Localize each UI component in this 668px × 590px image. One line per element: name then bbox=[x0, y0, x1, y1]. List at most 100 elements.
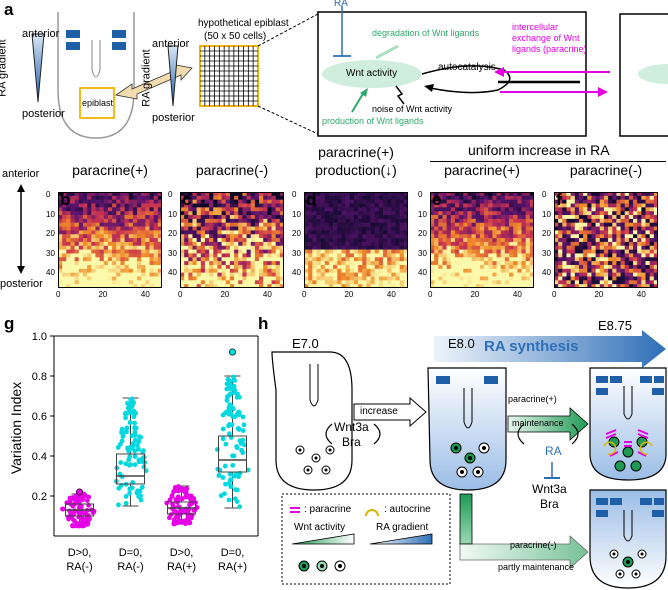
g-data-point bbox=[84, 512, 90, 518]
g-data-point bbox=[116, 502, 121, 508]
g-data-point bbox=[240, 414, 246, 420]
h-increase: increase bbox=[360, 406, 398, 417]
g-data-point bbox=[70, 523, 75, 529]
label-anterior-bf: anterior bbox=[2, 168, 40, 180]
g-data-point bbox=[132, 425, 137, 431]
uniform-header: uniform increase in RA bbox=[468, 142, 610, 158]
g-x-label-2: RA(+) bbox=[218, 561, 247, 573]
g-data-point bbox=[235, 426, 241, 431]
y-tick-label: 20 bbox=[46, 229, 55, 239]
g-data-point bbox=[176, 504, 182, 510]
x-tick-label: 40 bbox=[512, 290, 522, 299]
x-tick-label: 20 bbox=[344, 290, 354, 299]
g-data-point bbox=[167, 515, 172, 521]
x-tick-label: 0 bbox=[552, 290, 557, 299]
g-x-label-1: D>0, bbox=[170, 547, 194, 559]
heatmap-d bbox=[304, 192, 408, 288]
g-data-point bbox=[188, 496, 194, 502]
y-tick-label: 30 bbox=[46, 248, 55, 258]
g-data-point bbox=[169, 493, 175, 499]
y-tick-label: 30 bbox=[168, 248, 177, 258]
g-data-point bbox=[123, 500, 129, 506]
label-hypothetical-2: (50 x 50 cells) bbox=[204, 31, 267, 42]
g-data-point bbox=[132, 432, 138, 438]
anterior-posterior-arrow bbox=[17, 184, 25, 274]
g-data-point bbox=[182, 507, 187, 513]
y-tick-label: 20 bbox=[292, 229, 301, 239]
g-data-point bbox=[130, 399, 135, 405]
h-maintenance: maintenance bbox=[512, 418, 564, 428]
y-tick-label: 10 bbox=[418, 209, 427, 219]
h-legend-autocrine: : autocrine bbox=[384, 504, 431, 515]
g-data-point bbox=[136, 494, 142, 499]
h-wnt3a: Wnt3a bbox=[334, 420, 369, 434]
g-data-point bbox=[124, 426, 130, 432]
g-data-point bbox=[126, 406, 131, 411]
label-wnt-activity: Wnt activity bbox=[346, 68, 398, 79]
g-data-point bbox=[184, 493, 190, 499]
panel-letter-a: a bbox=[4, 0, 14, 19]
g-data-point bbox=[222, 463, 228, 469]
g-data-point bbox=[181, 518, 187, 524]
heatmap-title-d: paracrine(+) bbox=[318, 144, 394, 160]
y-tick-label: 30 bbox=[418, 248, 427, 258]
g-data-point bbox=[118, 460, 124, 465]
g-data-point bbox=[230, 414, 236, 420]
g-data-point bbox=[223, 441, 229, 447]
g-data-point bbox=[132, 454, 138, 459]
g-x-label-2: RA(+) bbox=[167, 561, 196, 573]
g-x-label-2: RA(-) bbox=[66, 561, 92, 573]
panel-letter-d: d bbox=[306, 190, 317, 209]
heatmap-b bbox=[58, 192, 162, 288]
g-y-tick-label: 0.4 bbox=[32, 451, 47, 463]
wnt-activity-ellipse bbox=[322, 60, 422, 88]
y-tick-label: 30 bbox=[542, 248, 551, 258]
g-data-point bbox=[120, 433, 126, 439]
heatmap-subtitle-d: production(↓) bbox=[315, 162, 397, 178]
g-data-point bbox=[135, 443, 140, 448]
g-data-point bbox=[241, 422, 247, 428]
x-tick-label: 40 bbox=[262, 290, 272, 299]
g-x-label-1: D=0, bbox=[221, 547, 245, 559]
g-data-point bbox=[79, 503, 84, 509]
h-partly: partly maintenance bbox=[498, 562, 575, 572]
g-data-point bbox=[224, 386, 230, 392]
g-data-point bbox=[132, 462, 138, 468]
y-tick-label: 0 bbox=[542, 190, 547, 199]
g-data-point bbox=[86, 494, 92, 500]
h-wnt3a-2: Wnt3a bbox=[532, 482, 567, 496]
x-tick-label: 0 bbox=[56, 290, 61, 299]
g-data-point bbox=[177, 511, 183, 516]
h-paracrine-minus: paracrine(-) bbox=[510, 540, 557, 550]
y-tick-label: 10 bbox=[542, 209, 551, 219]
y-tick-label: 10 bbox=[46, 209, 55, 219]
g-data-point bbox=[240, 428, 246, 433]
h-legend-wnt: Wnt activity bbox=[294, 522, 346, 533]
g-data-point bbox=[81, 523, 87, 529]
g-data-point bbox=[220, 426, 226, 432]
g-data-point bbox=[130, 441, 136, 446]
panel-letter-h: h bbox=[258, 314, 269, 333]
somite-right-1 bbox=[112, 30, 126, 38]
g-data-point bbox=[140, 449, 146, 455]
g-data-point bbox=[126, 457, 132, 463]
g-data-point bbox=[80, 516, 86, 522]
g-y-tick-label: 0.8 bbox=[32, 371, 47, 383]
g-data-point bbox=[138, 497, 144, 503]
g-data-point bbox=[228, 378, 233, 384]
label-hypothetical-1: hypothetical epiblast bbox=[198, 18, 289, 29]
label-epiblast: epiblast bbox=[82, 98, 114, 108]
y-tick-label: 0 bbox=[168, 190, 173, 199]
x-tick-label: 20 bbox=[98, 290, 108, 299]
g-data-point bbox=[117, 441, 123, 447]
y-tick-label: 40 bbox=[542, 268, 551, 278]
x-tick-label: 20 bbox=[470, 290, 480, 299]
g-data-point bbox=[127, 486, 133, 492]
g-data-point bbox=[127, 402, 133, 408]
g-data-point bbox=[135, 488, 140, 494]
x-tick-label: 0 bbox=[428, 290, 433, 299]
g-data-point bbox=[136, 446, 141, 452]
label-production: production of Wnt ligands bbox=[322, 116, 424, 126]
label-anterior-2: anterior bbox=[152, 38, 190, 50]
g-data-point bbox=[186, 506, 192, 512]
